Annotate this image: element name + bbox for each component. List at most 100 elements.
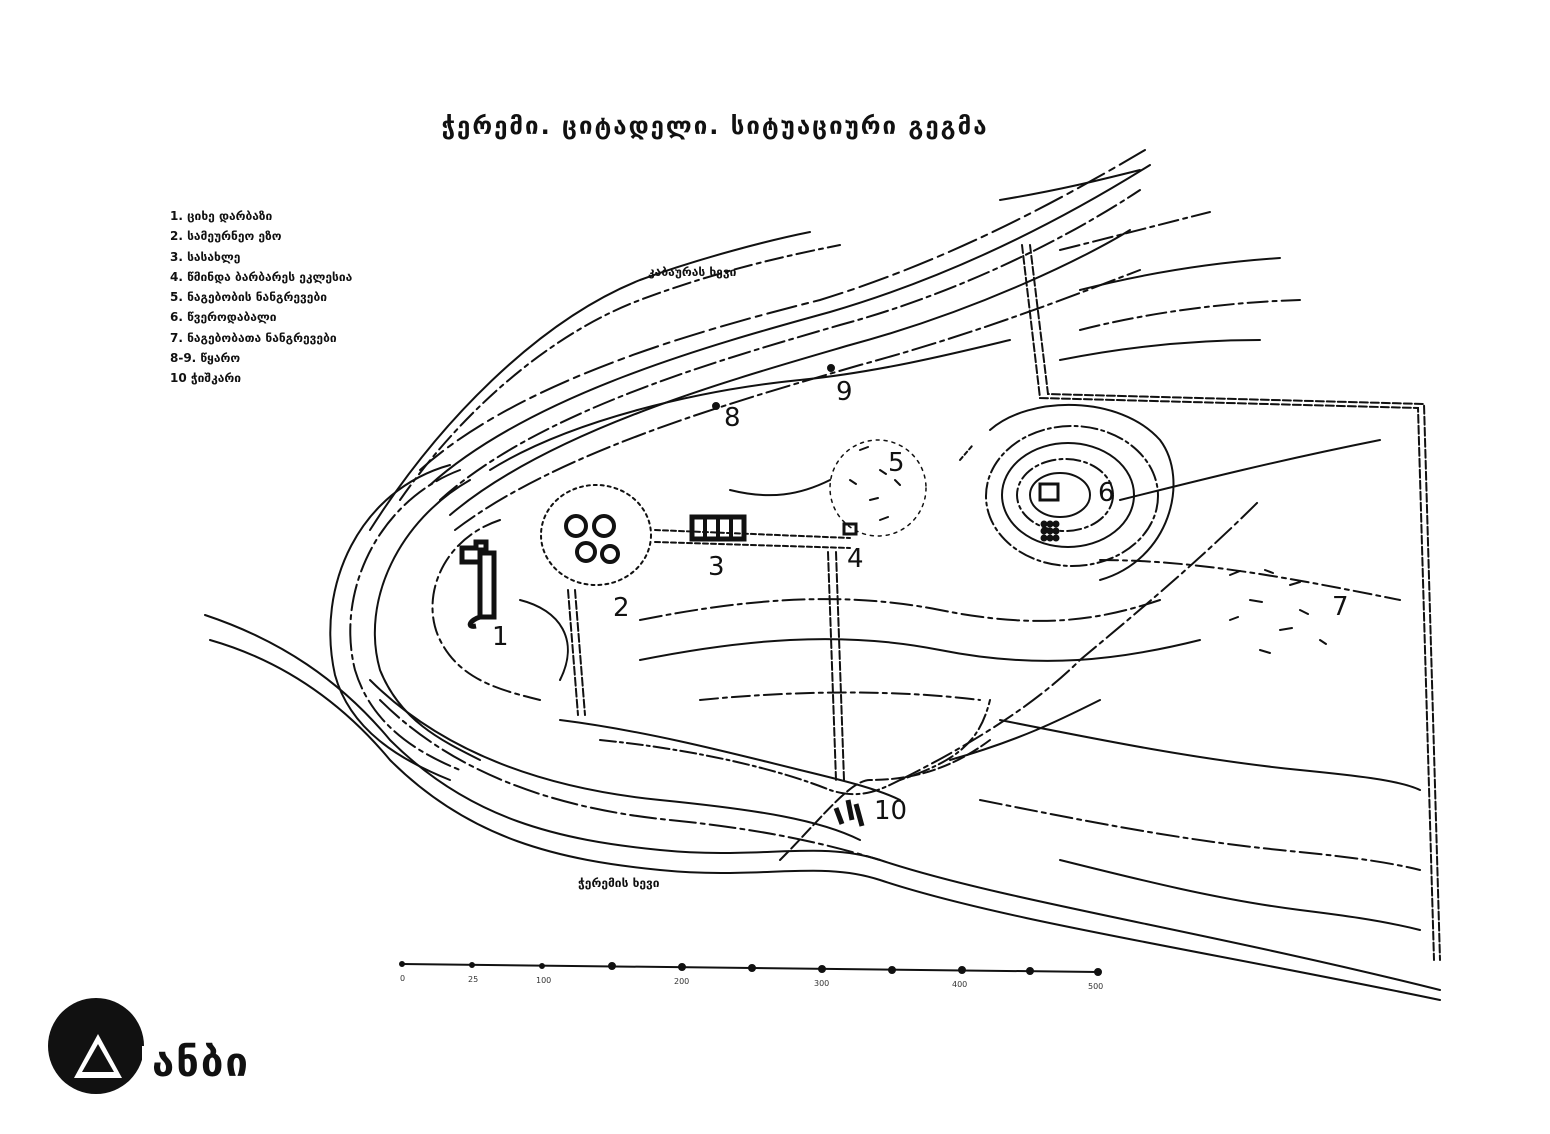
ruins-mark xyxy=(1229,569,1327,654)
marker-10: 10 xyxy=(874,796,908,826)
courtyard-structure xyxy=(564,514,588,538)
logo-text: ანბი xyxy=(152,1040,250,1086)
contour-line xyxy=(699,691,981,701)
spring-9-marker xyxy=(827,364,835,372)
scale-tick-label: 400 xyxy=(952,980,968,989)
contour-line xyxy=(399,244,841,501)
contour-line xyxy=(999,169,1141,201)
enclosure-wall xyxy=(827,551,837,781)
ruins-outline xyxy=(729,479,831,497)
legend-item: 4. წმინდა ბარბარეს ეკლესია xyxy=(170,269,353,284)
hill-contour xyxy=(1029,472,1091,518)
marker-7: 7 xyxy=(1332,592,1349,622)
legend: 1. ციხე დარბაზი 2. სამეურნეო ეზო 3. სასა… xyxy=(170,206,352,389)
legend-item: 6. წვეროდაბალი xyxy=(170,310,277,325)
legend-item: 5. ნაგებობის ნანგრევები xyxy=(170,290,327,305)
contour-line xyxy=(379,699,881,861)
hill-contour xyxy=(1001,442,1135,548)
contour-line xyxy=(519,599,569,681)
legend-item: 10 ჭიშკარი xyxy=(170,371,242,386)
contour-line xyxy=(1079,299,1301,331)
contour-line xyxy=(1059,859,1421,931)
scale-tick-label: 25 xyxy=(468,975,479,984)
stream-line xyxy=(204,614,1441,991)
road-line xyxy=(599,699,991,796)
ruins-mark xyxy=(849,446,901,521)
church-structure xyxy=(842,522,858,536)
marker-2: 2 xyxy=(613,593,630,623)
hill-contour xyxy=(1016,458,1114,532)
stream-line xyxy=(209,639,1441,1001)
road-line xyxy=(779,739,991,861)
contour-line xyxy=(1079,257,1281,291)
ruins-outline xyxy=(829,439,927,537)
enclosure-wall xyxy=(1029,244,1441,961)
scale-tick-label: 300 xyxy=(814,979,830,988)
legend-item: 3. სასახლე xyxy=(170,249,241,264)
courtyard-structure xyxy=(592,514,616,538)
contour-line xyxy=(431,519,541,701)
castle-hall-structure xyxy=(467,614,481,629)
scale-bar xyxy=(399,961,1102,976)
contour-line xyxy=(1059,339,1261,361)
courtyard-outline xyxy=(540,484,652,586)
hill-contour xyxy=(985,425,1159,567)
contour-line xyxy=(449,229,1131,516)
castle-hall-structure xyxy=(477,550,497,620)
enclosure-wall xyxy=(654,529,851,539)
legend-item: 7. ნაგებობათა ნანგრევები xyxy=(170,330,337,345)
hill-structure-dots xyxy=(1040,520,1060,542)
contour-line xyxy=(949,699,1101,761)
enclosure-wall xyxy=(1021,244,1435,961)
contour-line xyxy=(639,638,1201,662)
page-title: ჭერემი. ციტადელი. სიტუაციური გეგმა xyxy=(441,112,989,140)
marker-8: 8 xyxy=(724,403,741,433)
contour-line xyxy=(999,719,1421,791)
dashed-feature xyxy=(959,445,973,461)
contour-line xyxy=(1099,559,1401,601)
triangle-in-circle-icon xyxy=(48,998,156,1096)
enclosure-wall xyxy=(574,589,586,716)
enclosure-wall xyxy=(835,551,845,781)
marker-4: 4 xyxy=(847,544,864,574)
hill-structure xyxy=(1038,482,1060,502)
contour-line xyxy=(1119,439,1381,501)
enclosure-wall xyxy=(567,589,579,716)
contour-line xyxy=(373,479,481,761)
contour-line xyxy=(559,719,901,801)
courtyard-structure xyxy=(575,541,597,563)
contour-line xyxy=(489,339,1011,471)
courtyard-structure xyxy=(600,544,620,564)
marker-6: 6 xyxy=(1098,478,1115,508)
contour-line xyxy=(329,464,451,781)
contour-line xyxy=(1059,211,1211,251)
contour-line xyxy=(419,149,1146,471)
legend-item: 8-9. წყარო xyxy=(170,351,241,366)
gorge-label-north: კაბაურას ხევი xyxy=(648,265,737,279)
contour-line xyxy=(899,499,1261,781)
scale-tick-label: 500 xyxy=(1088,982,1104,991)
scale-tick-label: 100 xyxy=(536,976,552,985)
contour-line xyxy=(369,231,811,531)
marker-1: 1 xyxy=(492,622,509,652)
contour-line xyxy=(454,269,1141,531)
gate-structure xyxy=(833,799,865,827)
castle-hall-structure xyxy=(459,539,489,565)
contour-line xyxy=(639,598,1161,622)
marker-9: 9 xyxy=(836,377,853,407)
spring-8-marker xyxy=(712,402,720,410)
gorge-label-south: ჭერემის ხევი xyxy=(578,876,660,890)
enclosure-wall xyxy=(654,541,851,549)
legend-item: 1. ციხე დარბაზი xyxy=(170,209,273,223)
hill-contour xyxy=(989,403,1175,581)
palace-structure xyxy=(703,517,733,539)
contour-line xyxy=(369,679,861,841)
scale-tick-label: 200 xyxy=(674,977,690,986)
contour-line xyxy=(439,189,1141,501)
contour-line xyxy=(349,469,461,771)
contour-line xyxy=(979,799,1421,871)
scale-tick-label: 0 xyxy=(400,974,406,983)
marker-3: 3 xyxy=(708,552,725,582)
legend-item: 2. სამეურნეო ეზო xyxy=(170,229,282,244)
